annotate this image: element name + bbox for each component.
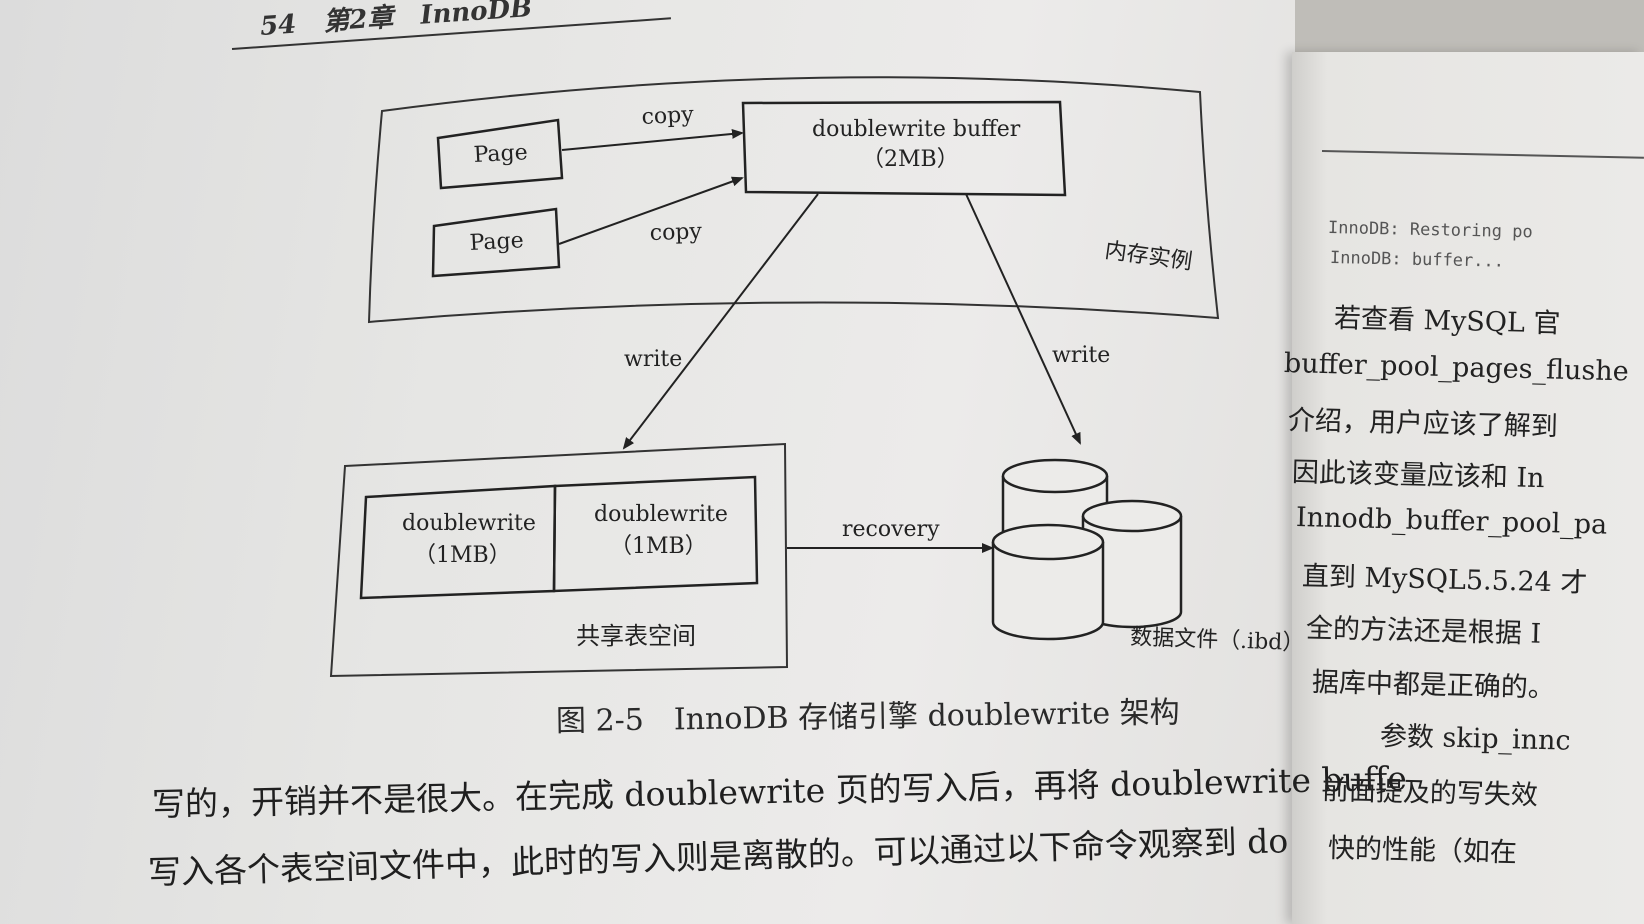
right-text-line-8: 据库中都是正确的。 [1311,667,1556,704]
copy-bottom-label: copy [649,219,702,246]
write-left-label: write [624,347,682,372]
right-text-line-10: 前面提及的写失效 [1321,775,1539,812]
right-book-page [1292,52,1644,924]
data-file-cylinders [991,458,1183,641]
memory-instance-label: 内存实例 [1103,238,1194,275]
right-text-line-7: 全的方法还是根据 I [1305,613,1542,650]
page-bottom-label: Page [469,228,524,256]
right-text-line-6: 直到 MySQL5.5.24 才 [1301,561,1588,599]
write-arrow-left [622,193,819,450]
right-text-line-1: 若查看 MySQL 官 [1333,303,1561,340]
buffer-label-line1: doublewrite buffer [812,117,1021,142]
right-text-line-3: 介绍，用户应该了解到 [1287,405,1559,443]
page-box-bottom [431,207,561,278]
shared-tablespace-label: 共享表空间 [576,622,696,650]
code-line-2: InnoDB: buffer... [1329,248,1505,272]
doublewrite-area-1 [359,484,557,600]
right-text-line-11: 快的性能（如在 [1327,833,1518,869]
copy-arrow-top [561,128,744,151]
recovery-label: recovery [842,517,940,542]
memory-instance-box [367,76,1220,324]
buffer-label-line2: （2MB） [862,147,959,172]
doublewrite-area-2 [552,475,759,593]
right-text-line-4: 因此该变量应该和 In [1291,457,1545,495]
figure-caption: 图 2-5 InnoDB 存储引擎 doublewrite 架构 [555,695,1180,739]
code-line-1: InnoDB: Restoring po [1327,218,1533,243]
copy-arrow-bottom [558,176,744,245]
dw1-label-line1: doublewrite [402,511,536,536]
page-box-top [436,118,564,190]
page-top-label: Page [473,140,528,168]
data-file-label: 数据文件（.ibd） [1130,625,1305,656]
doublewrite-buffer-box [741,100,1067,197]
dw2-label-line2: （1MB） [610,534,707,559]
write-arrow-right [965,193,1081,445]
copy-top-label: copy [641,102,695,130]
shared-tablespace-box [329,442,789,678]
write-right-label: write [1052,343,1110,368]
right-text-line-9: 参数 skip_innc [1379,721,1572,757]
dw2-label-line1: doublewrite [594,502,728,527]
dw1-label-line2: （1MB） [414,543,511,568]
